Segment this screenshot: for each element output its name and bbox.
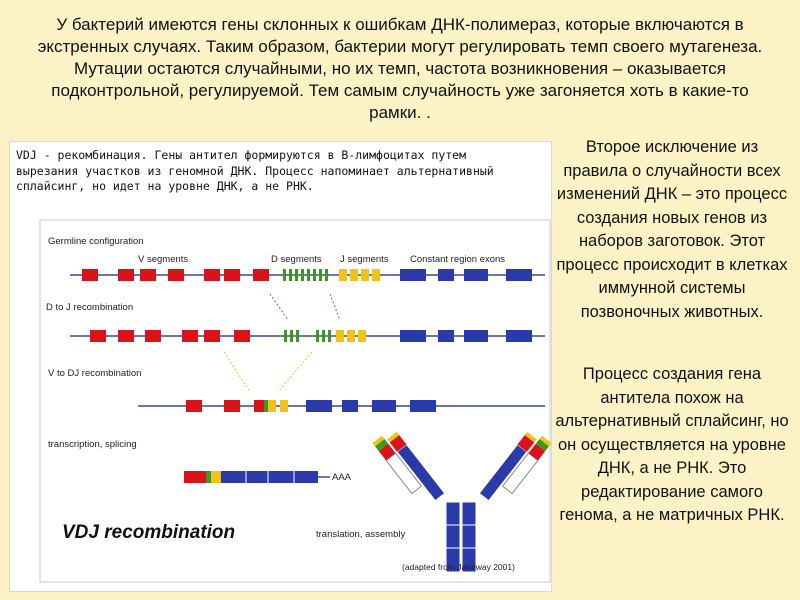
figure-credit: (adapted from Janeway 2001) [402,562,515,572]
v-segment [234,330,250,342]
c-exon [306,400,332,412]
recombination-connector [277,351,313,393]
j-segment [358,330,366,342]
v-segment [224,269,240,281]
d-segment [301,269,304,281]
j-segment [336,330,344,342]
c-exons-label: Constant region exons [410,254,505,265]
j-segment [211,471,221,483]
vdj-row [186,400,436,412]
d-segment [289,269,292,281]
light-d-left [374,438,389,452]
side-text-exception: Второе исключение из правила о случайнос… [556,138,788,321]
polya-tail: AAA [332,472,352,483]
d-segment [328,330,331,342]
v-segment [224,400,240,412]
v-segment [186,400,202,412]
light-j-right [539,435,551,447]
j-segment [347,330,355,342]
stage-label-dj: D to J recombination [46,302,133,313]
d-segment [290,330,293,342]
j-segment [268,400,276,412]
v-segment [118,330,134,342]
j-segment [372,269,380,281]
c-exon [464,330,488,342]
antibody-molecule [372,431,551,573]
d-segment [322,330,325,342]
recombination-connector [223,351,251,393]
figure-caption: VDJ - рекомбинация. Гены антител формиру… [16,148,494,193]
j-segment [361,269,369,281]
d-segment [206,471,211,483]
c-exon [438,269,454,281]
c-exon [400,269,426,281]
mrna-row: AAA [184,471,352,483]
light-variable-right [528,443,546,461]
v-segment [168,269,184,281]
c-exon [506,330,532,342]
intro-paragraph: У бактерий имеются гены склонных к ошибк… [37,15,763,122]
d-segment [313,269,316,281]
v-segment [118,269,134,281]
d-segment [319,269,322,281]
j-segment [339,269,347,281]
j-segments-label: J segments [340,254,389,265]
v-segment [140,269,156,281]
c-exon [438,330,454,342]
v-segment [90,330,106,342]
stage-label-translation: translation, assembly [316,529,405,540]
d-segments-label: D segments [271,254,322,265]
d-segment [283,269,286,281]
v-segment [253,269,269,281]
stage-label-germline: Germline configuration [48,236,144,247]
light-variable-left [378,443,396,461]
v-segment [204,269,220,281]
heavy-j-left [387,431,400,443]
d-segment [316,330,319,342]
vdj-diagram: Germline configuration D to J recombinat… [39,219,551,583]
vdj-figure: VDJ - рекомбинация. Гены антител формиру… [9,141,552,592]
v-segment [182,330,198,342]
recombination-connector [269,293,289,321]
heavy-variable-right [517,434,535,452]
dj-row [90,330,532,342]
vdj-title: VDJ recombination [62,522,235,543]
j-segment [350,269,358,281]
c-exon [221,471,318,483]
d-segment [264,400,268,412]
c-exon [342,400,358,412]
c-exon [464,269,488,281]
v-segments-label: V segments [138,254,188,265]
v-segment [145,330,161,342]
v-segment [254,400,264,412]
d-segment [296,330,299,342]
stage-label-vdj: V to DJ recombination [48,368,141,379]
diagram-frame [39,219,551,583]
c-exon [400,330,426,342]
d-segment [295,269,298,281]
v-segment [184,471,206,483]
light-chain-left [385,452,423,495]
d-segment [307,269,310,281]
light-d-right [535,438,550,452]
v-segment [82,269,98,281]
recombination-connector [329,293,341,321]
fc-stem-right [461,501,477,573]
heavy-variable-left [389,434,407,452]
c-exon [506,269,532,281]
germline-row [82,269,532,281]
heavy-j-right [524,431,537,443]
fc-stem-left [445,501,461,573]
c-exon [410,400,436,412]
light-j-left [372,435,385,447]
side-text-antibody: Процесс создания гена антитела похож на … [555,365,789,524]
d-segment [325,269,328,281]
j-segment [280,400,288,412]
d-segment [284,330,287,342]
c-exon [372,400,396,412]
v-segment [204,330,220,342]
stage-label-transcription: transcription, splicing [48,439,137,450]
